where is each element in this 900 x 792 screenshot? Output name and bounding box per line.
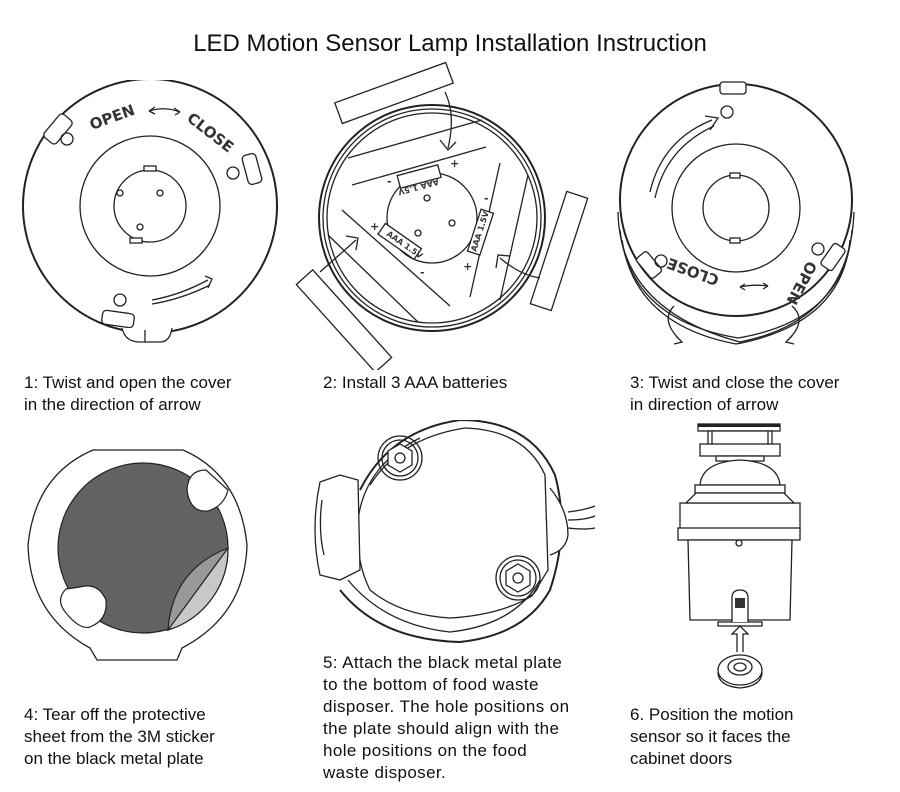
- double-arrow-icon: [148, 106, 181, 116]
- battery-slot-right: AAA 1.5V + -: [463, 162, 529, 301]
- screw-hole: [414, 229, 422, 237]
- metal-plate-outline: [356, 437, 549, 619]
- battery-slot-left: AAA 1.5V + -: [327, 209, 451, 323]
- center-tab: [729, 237, 741, 244]
- center-tab: [129, 237, 143, 244]
- protective-sheet-backing: [166, 546, 229, 632]
- mounting-hole-cutout: [59, 585, 107, 629]
- disposer-collar: [677, 527, 801, 541]
- hex-nut-top: [377, 435, 423, 481]
- step-2-caption: 2: Install 3 AAA batteries: [323, 373, 508, 392]
- disposer-housing-outer: [339, 420, 563, 644]
- plus-sign: +: [450, 157, 459, 170]
- rotation-arrow-icon: [649, 115, 720, 199]
- step-6-caption: 6. Position the motion sensor so it face…: [630, 705, 794, 768]
- screw-hole: [116, 189, 124, 197]
- clip-top: [719, 81, 747, 95]
- metal-plate-sticker-illustration: [27, 449, 248, 661]
- center-tab: [729, 172, 741, 179]
- insert-arrow-icon: [319, 235, 359, 273]
- rotation-arrow-icon: [151, 275, 213, 305]
- step-5-figure: [300, 420, 610, 650]
- plus-sign: +: [370, 220, 379, 233]
- twist-arrow-icon: [784, 305, 800, 345]
- sensor-clip: [735, 598, 745, 608]
- clip-right: [241, 152, 263, 186]
- open-label: OPEN: [783, 258, 821, 308]
- insert-arrow-icon: [495, 254, 541, 279]
- disposer-mid-body: [679, 502, 801, 530]
- battery-compartment-illustration: AAA 1.5V + - AAA 1.5V + - AAA 1.5V + -: [295, 61, 589, 370]
- lamp-cover-close-illustration: CLOSE OPEN: [617, 81, 855, 345]
- cover-center-disc: [702, 174, 770, 242]
- cover-inner-ring: [79, 135, 221, 277]
- plus-sign: +: [463, 260, 472, 273]
- side-port: [314, 474, 361, 581]
- step-4-figure: [10, 440, 280, 680]
- document-title: LED Motion Sensor Lamp Installation Inst…: [193, 30, 707, 57]
- screw-hole: [136, 223, 144, 231]
- cover-center-disc: [113, 169, 187, 243]
- screw-hole: [423, 194, 431, 202]
- step-1-caption: 1: Twist and open the cover in the direc…: [24, 373, 232, 414]
- screw-hole: [448, 219, 456, 227]
- clip-left: [43, 113, 73, 145]
- cover-tab: [121, 327, 173, 343]
- lock-dot: [60, 132, 74, 146]
- cover-inner-ring: [671, 143, 801, 273]
- step-3-figure: CLOSE OPEN: [610, 80, 900, 355]
- step-5-caption: 5: Attach the black metal plate to the b…: [323, 653, 570, 782]
- screw-hole: [156, 189, 164, 197]
- attach-arrow-icon: [730, 625, 750, 652]
- lamp-cover-open-illustration: OPEN CLOSE: [22, 80, 278, 343]
- compartment-rim: [318, 104, 546, 332]
- cable-port: [549, 487, 569, 556]
- sink-flange: [697, 423, 781, 462]
- step-2-figure: AAA 1.5V + - AAA 1.5V + - AAA 1.5V + -: [290, 60, 600, 370]
- clip-bottom: [101, 309, 135, 329]
- lock-dot: [654, 254, 668, 268]
- disposer-with-sensor-illustration: [677, 423, 801, 689]
- clip-right: [820, 242, 846, 272]
- disposer-lower-body: [687, 539, 793, 621]
- disposer-band: [694, 484, 786, 494]
- battery-loose-right: [529, 190, 589, 312]
- battery-slot-top: AAA 1.5V + -: [347, 119, 487, 197]
- step-6-figure: [660, 420, 820, 690]
- mounting-hole-cutout: [186, 469, 229, 512]
- step-4-caption: 4: Tear off the protective sheet from th…: [24, 705, 215, 768]
- minus-sign: -: [387, 175, 392, 188]
- battery-loose-top: [333, 61, 455, 125]
- center-tab: [143, 165, 157, 172]
- minus-sign: -: [420, 266, 425, 279]
- step-3-caption: 3: Twist and close the cover in directio…: [630, 373, 840, 414]
- power-cable: [567, 505, 596, 530]
- twist-arrow-icon: [667, 305, 684, 345]
- cover-face: [619, 83, 853, 317]
- cover-side-band: [617, 211, 855, 343]
- disposer-upper-dome: [699, 459, 781, 486]
- minus-sign: -: [484, 192, 489, 205]
- hex-nut-bottom: [495, 555, 541, 601]
- clip-left: [635, 251, 663, 279]
- lock-dot: [226, 166, 240, 180]
- insert-arrow-icon: [439, 91, 457, 151]
- motion-sensor: [717, 654, 763, 686]
- battery-loose-left: [295, 268, 393, 370]
- open-label: OPEN: [87, 101, 137, 134]
- double-arrow-icon: [739, 282, 769, 291]
- lock-dot: [720, 105, 734, 119]
- close-label: CLOSE: [665, 254, 722, 289]
- step-1-figure: OPEN CLOSE: [10, 80, 290, 350]
- disposer-bottom-illustration: [314, 420, 596, 644]
- lock-dot: [113, 293, 127, 307]
- lock-dot: [811, 242, 825, 256]
- battery-label: AAA 1.5V: [385, 229, 425, 261]
